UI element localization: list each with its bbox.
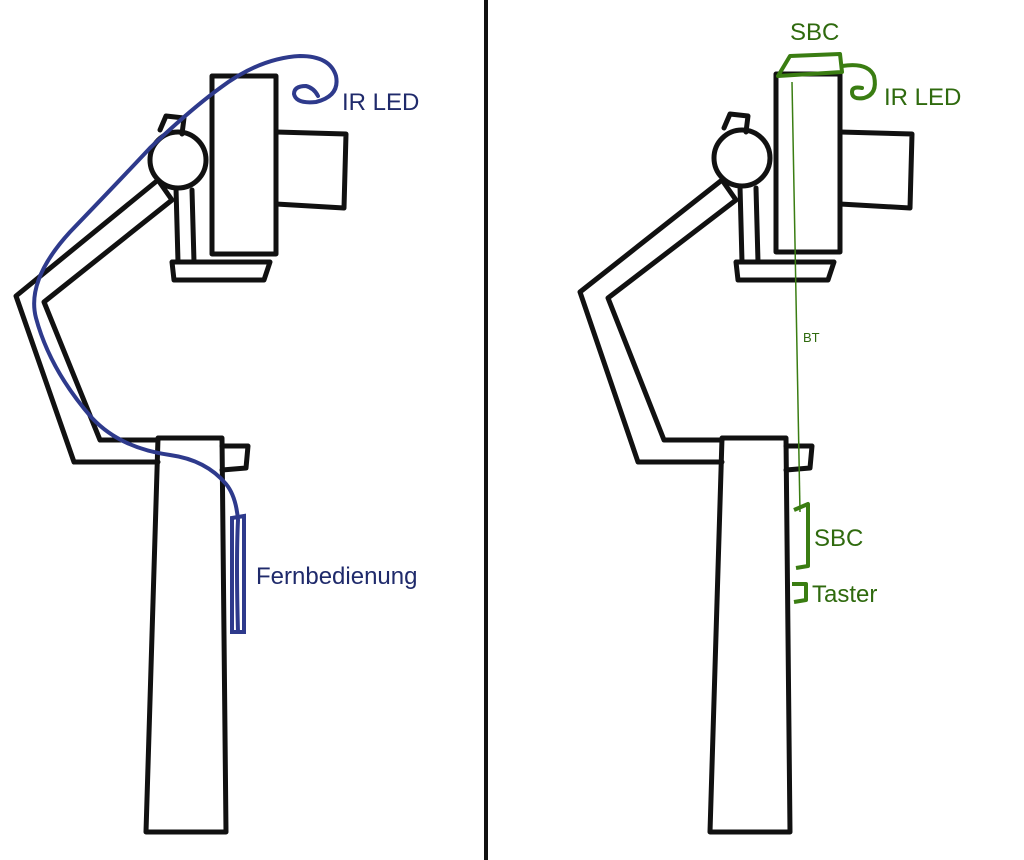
motor-tab	[157, 113, 187, 137]
remote-control-left	[230, 513, 246, 634]
sbc-top-board	[776, 52, 844, 78]
bt-label: BT	[803, 330, 820, 345]
gimbal-handle	[143, 435, 229, 835]
sbc-bottom-label: SBC	[814, 525, 863, 552]
gimbal-drawing-right	[577, 71, 915, 835]
gimbal-post	[737, 183, 761, 265]
ir-led-label-right: IR LED	[884, 84, 961, 111]
button-taster	[792, 582, 808, 604]
button-label: Taster	[812, 581, 877, 608]
motor-tab	[721, 111, 751, 135]
device-body	[773, 71, 843, 255]
phone-clamp	[169, 259, 273, 283]
left-panel: IR LED Fernbedienung	[13, 54, 419, 835]
phone-clamp	[733, 259, 837, 283]
ir-cable-left	[32, 54, 339, 634]
gimbal-arm	[577, 177, 739, 465]
sbc-top-label: SBC	[790, 19, 839, 46]
device-lens	[837, 129, 915, 211]
ir-led-label-left: IR LED	[342, 89, 419, 116]
remote-label: Fernbedienung	[256, 563, 417, 590]
handle-tab	[219, 443, 251, 473]
gimbal-post	[173, 185, 197, 265]
gimbal-drawing-left	[13, 73, 349, 835]
device-lens	[273, 129, 349, 211]
device-body	[209, 73, 279, 257]
ir-led-wire-right	[840, 63, 877, 101]
sbc-bottom-board	[793, 502, 810, 570]
bt-link-line	[791, 81, 801, 513]
gimbal-handle	[707, 435, 793, 835]
gimbal-motor	[711, 127, 773, 189]
right-panel: SBC IR LED BT SBC Taster	[577, 19, 961, 835]
